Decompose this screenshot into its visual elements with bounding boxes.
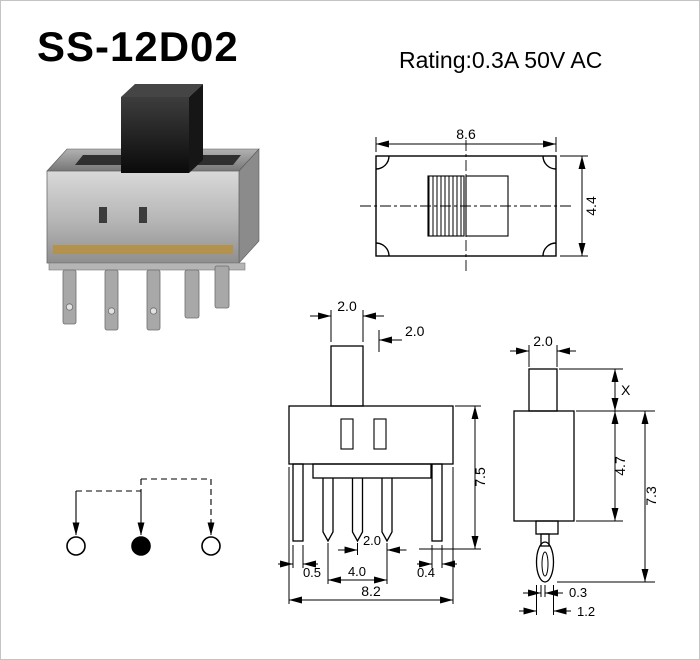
circuit-schematic: [66, 478, 221, 556]
pin-loop-side: [535, 541, 555, 583]
dim-label-side-overall-height: 7.3: [643, 486, 659, 506]
pin-neck-side: [540, 533, 550, 547]
switch-photo-details: [48, 207, 246, 271]
switch-photo-pins: [62, 265, 230, 331]
product-photo: [46, 84, 260, 331]
base-stub-side: [535, 520, 559, 535]
dim-label-front-overall-width: 8.2: [361, 583, 381, 599]
dim-label-front-pin-width-left: 0.5: [303, 565, 321, 580]
dim-label-front-knob-travel: 2.0: [405, 323, 425, 339]
front-view-outline: [288, 345, 454, 543]
bracket-leg-right: [431, 463, 443, 542]
base-outline-front: [312, 463, 432, 479]
front-view-dimensions: [278, 310, 481, 604]
terminal-contact-left: [66, 536, 86, 556]
terminal-pin-3: [381, 478, 393, 543]
dimension-top-width: [375, 137, 557, 152]
dim-label-side-body-height: 4.7: [612, 456, 628, 476]
schematic-links: [72, 478, 215, 536]
side-view-drawing: 2.0 X 4.7 7.3 0.3 1.2: [510, 333, 659, 619]
top-view-drawing: 8.6 4.4: [360, 126, 599, 272]
side-view-dimensions: [510, 345, 655, 615]
dim-label-front-pin-width-right: 0.4: [417, 565, 435, 580]
rating-text: Rating:0.3A 50V AC: [399, 47, 603, 73]
page-title: SS-12D02: [37, 23, 239, 70]
knob-outline-front: [330, 345, 364, 407]
dim-label-side-knob-width: 2.0: [533, 333, 553, 349]
dim-label-front-knob-width: 2.0: [337, 298, 357, 314]
dim-label-front-pin-pitch: 2.0: [363, 533, 381, 548]
terminal-contact-common: [131, 536, 151, 556]
dim-label-top-width: 8.6: [456, 126, 476, 142]
front-view-drawing: 2.0 2.0 7.5 2.0 0.5 4.0 0.4 8.2: [278, 298, 488, 604]
knob-outline-side: [528, 368, 558, 412]
dimension-top-height: [560, 155, 588, 257]
pin-slot-side: [541, 551, 549, 577]
dim-label-front-pin-span: 4.0: [348, 564, 366, 579]
dim-label-side-pin-offset: 1.2: [577, 604, 595, 619]
body-outline-side: [513, 410, 575, 522]
dim-label-side-x: X: [621, 382, 631, 398]
body-outline-front: [288, 405, 454, 465]
bracket-leg-left: [292, 463, 304, 542]
dim-label-top-height: 4.4: [583, 196, 599, 216]
switch-photo-knob: [121, 84, 203, 173]
terminal-contact-right: [201, 536, 221, 556]
terminal-pin-1: [322, 478, 334, 543]
terminal-pin-2: [351, 478, 364, 543]
side-view-outline: [513, 368, 575, 583]
dim-label-side-pin-thickness: 0.3: [569, 585, 587, 600]
top-view-centerlines: [360, 140, 572, 272]
dim-label-front-body-height: 7.5: [472, 467, 488, 487]
